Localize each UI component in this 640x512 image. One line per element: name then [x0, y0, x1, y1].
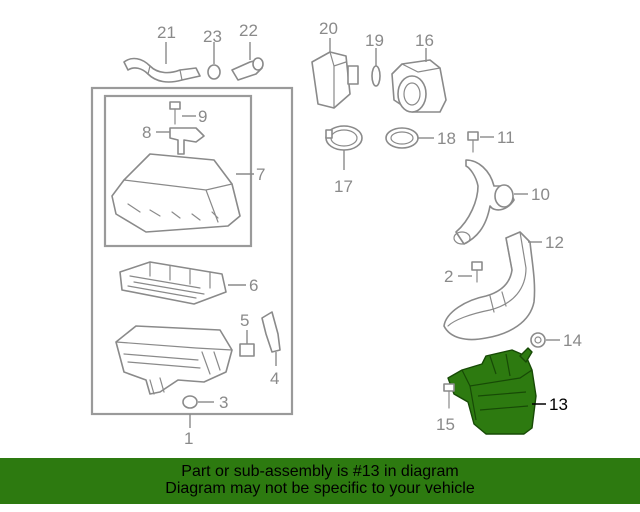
part-12-inlet-duct: [443, 231, 542, 341]
callout-19: 19: [365, 31, 384, 50]
part-21-hose: [123, 42, 201, 83]
part-7-cover: [111, 153, 254, 233]
callout-7: 7: [256, 165, 265, 184]
callout-22: 22: [239, 21, 258, 40]
part-6-filter: [119, 261, 246, 305]
callout-23: 23: [203, 27, 222, 46]
callout-14: 14: [563, 331, 582, 350]
callout-11: 11: [497, 128, 515, 147]
part-23-ring: [207, 42, 221, 80]
part-17-clamp: [325, 125, 363, 170]
callout-16: 16: [415, 31, 434, 50]
part-11-bolt: [467, 131, 494, 153]
callout-12: 12: [545, 233, 564, 252]
callout-6: 6: [249, 276, 258, 295]
assembly-box: [90, 86, 294, 416]
part-9-bolt: [169, 101, 196, 125]
part-18-clamp: [385, 127, 434, 149]
part-8-sensor: [156, 127, 205, 155]
part-20-resonator: [311, 38, 359, 109]
callout-2: 2: [444, 267, 453, 286]
callout-10: 10: [531, 185, 550, 204]
part-16-hose: [391, 48, 447, 113]
part-15-bolt: [443, 383, 455, 409]
part-2-bolt: [458, 261, 483, 283]
part-22-fitting: [231, 42, 264, 81]
callout-9: 9: [198, 107, 207, 126]
callout-17: 17: [334, 177, 353, 196]
part-10-duct: [453, 159, 528, 245]
banner-line-2: Diagram may not be specific to your vehi…: [165, 480, 475, 497]
banner-line-1: Part or sub-assembly is #13 in diagram: [181, 463, 459, 480]
part-19-ring: [371, 48, 381, 87]
callout-8: 8: [142, 123, 151, 142]
callout-13[interactable]: 13: [549, 395, 568, 414]
callout-18: 18: [437, 129, 456, 148]
callout-21: 21: [157, 23, 176, 42]
callout-4: 4: [270, 369, 279, 388]
info-banner: Part or sub-assembly is #13 in diagram D…: [0, 458, 640, 504]
part-13-highlighted[interactable]: [447, 347, 537, 435]
part-3-grommet: [182, 395, 214, 409]
callout-3: 3: [219, 393, 228, 412]
callout-15: 15: [436, 415, 455, 434]
part-4-bracket: [261, 311, 281, 366]
callout-20: 20: [319, 19, 338, 38]
part-14-grommet: [530, 332, 560, 348]
callout-1: 1: [184, 429, 193, 448]
cover-box: [103, 94, 253, 248]
parts-diagram: 21 23 22 20 19 16 9 8 18 11 7 17 10 12 2…: [90, 19, 582, 448]
air-cleaner-case: [115, 325, 233, 395]
callout-5: 5: [240, 311, 249, 330]
part-5-clip: [239, 330, 255, 357]
